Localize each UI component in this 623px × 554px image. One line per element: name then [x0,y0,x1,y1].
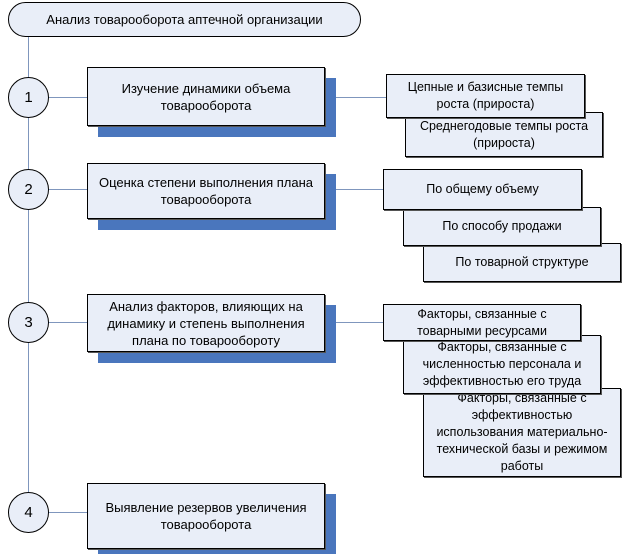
step-2-sub-3: По товарной структуре [423,243,621,282]
step-4-box: Выявление резервов увеличения товарообор… [87,483,325,549]
diagram-title: Анализ товарооборота аптечной организаци… [8,2,361,37]
connector-1-right [336,97,386,98]
connector-2-left [48,189,87,190]
step-number-3: 3 [8,302,49,343]
spine-connector [28,37,29,492]
step-2-box: Оценка степени выполнения плана товарооб… [87,163,325,219]
step-3-sub-3: Факторы, связанные с эффективностью испо… [423,388,621,477]
step-1-sub-2: Среднегодовые темпы роста (прироста) [405,112,603,157]
step-1-box: Изучение динамики объема товарооборота [87,67,325,126]
step-number-1: 1 [8,77,49,118]
step-3-box: Анализ факторов, влияющих на динамику и … [87,294,325,352]
step-number-4: 4 [8,492,49,533]
step-2-sub-1: По общему объему [383,169,582,210]
connector-3-left [48,322,87,323]
step-2-sub-2: По способу продажи [403,207,601,246]
step-3-sub-1: Факторы, связанные с товарными ресурсами [383,304,581,341]
connector-4-left [48,512,87,513]
step-1-sub-1: Цепные и базисные темпы роста (прироста) [386,74,585,118]
step-number-2: 2 [8,169,49,210]
connector-1-left [48,97,87,98]
connector-2-right [336,189,383,190]
connector-3-right [336,322,383,323]
step-3-sub-2: Факторы, связанные с численностью персон… [403,335,601,394]
